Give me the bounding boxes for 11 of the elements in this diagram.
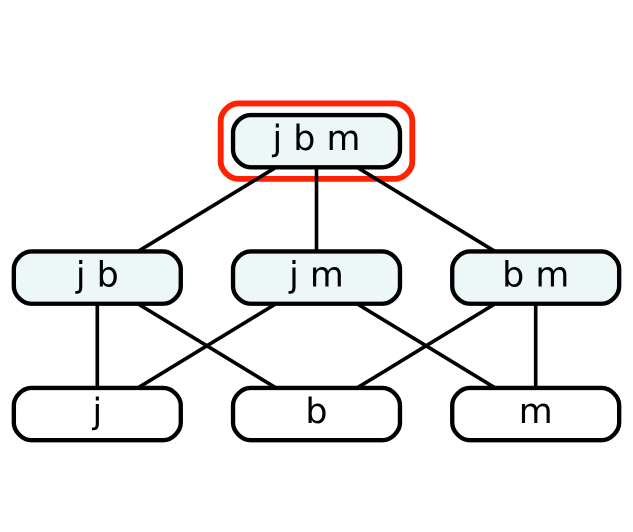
connector <box>96 304 100 388</box>
node-box: j b <box>12 249 183 306</box>
node-box: j b m <box>230 112 402 170</box>
node-box: j m <box>230 249 402 306</box>
connector <box>314 168 318 252</box>
node-box: b <box>230 386 402 442</box>
cluster <box>218 100 416 182</box>
node-box: m <box>450 386 622 442</box>
node-box: j <box>12 386 183 442</box>
connector <box>534 304 538 388</box>
node-box: b m <box>450 249 622 306</box>
